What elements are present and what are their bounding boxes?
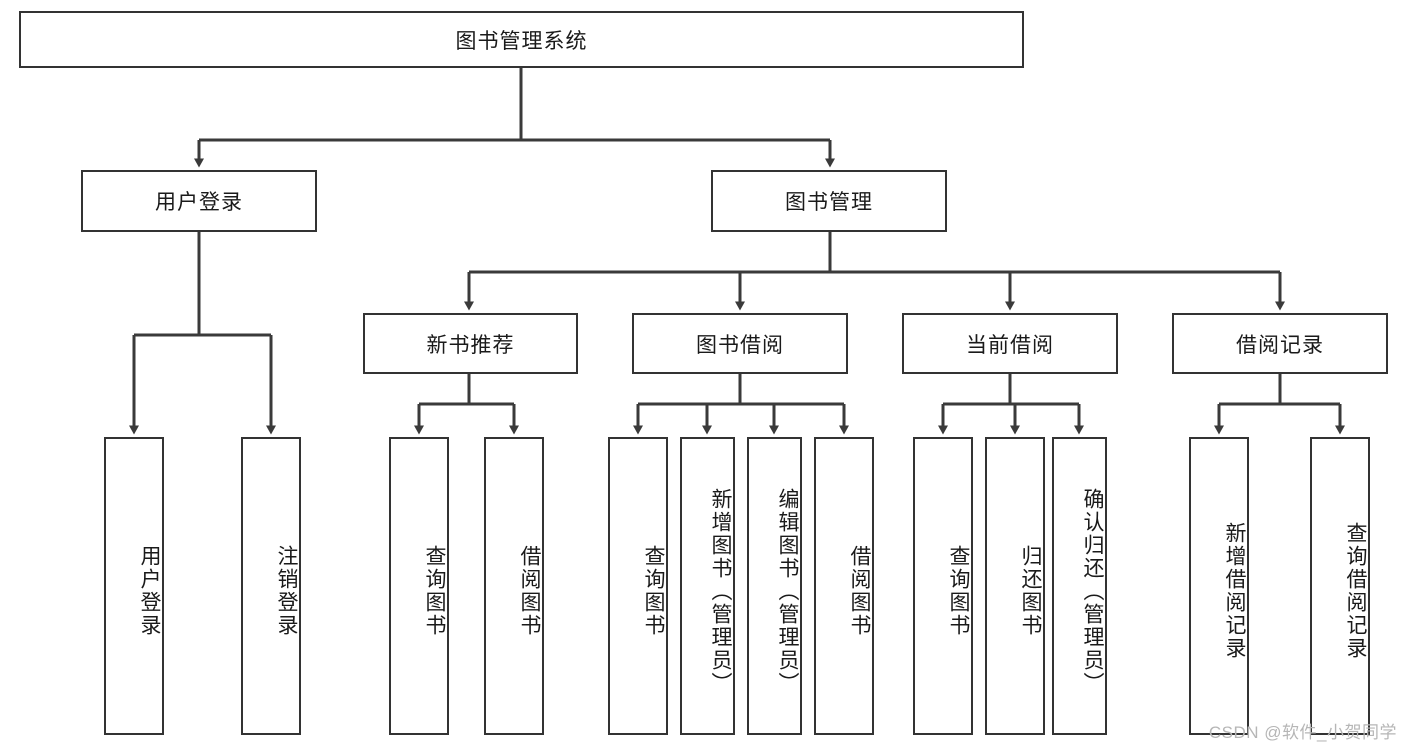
- leaf-add-borrow-record[interactable]: 新增借阅记录: [1189, 437, 1249, 735]
- leaf-add-borrow-record-label: 新增借阅记录: [1223, 522, 1246, 660]
- node-book-management[interactable]: 图书管理: [711, 170, 947, 232]
- leaf-return-book-label: 归还图书: [1019, 545, 1042, 637]
- leaf-confirm-return-admin-label: 确认归还（管理员）: [1081, 487, 1104, 695]
- node-current-borrow-label: 当前借阅: [966, 333, 1054, 357]
- leaf-borrow-book-1-label: 借阅图书: [518, 545, 541, 637]
- leaf-borrow-book-2[interactable]: 借阅图书: [814, 437, 874, 735]
- node-new-book-recommend[interactable]: 新书推荐: [363, 313, 578, 374]
- node-book-borrow-label: 图书借阅: [696, 333, 784, 357]
- node-new-book-recommend-label: 新书推荐: [426, 333, 515, 357]
- leaf-logout[interactable]: 注销登录: [241, 437, 301, 735]
- leaf-logout-label: 注销登录: [275, 545, 298, 637]
- node-root-label: 图书管理系统: [455, 29, 588, 53]
- leaf-query-book-3-label: 查询图书: [947, 545, 970, 637]
- node-book-management-label: 图书管理: [785, 191, 873, 214]
- leaf-edit-book-admin[interactable]: 编辑图书（管理员）: [747, 437, 802, 735]
- leaf-user-login-label: 用户登录: [138, 545, 161, 637]
- node-user-login[interactable]: 用户登录: [81, 170, 317, 232]
- leaf-edit-book-admin-label: 编辑图书（管理员）: [776, 487, 799, 695]
- leaf-user-login[interactable]: 用户登录: [104, 437, 164, 735]
- csdn-watermark: CSDN @软件_小贺同学: [1208, 723, 1397, 742]
- leaf-query-book-2-label: 查询图书: [642, 545, 665, 637]
- leaf-add-book-admin-label: 新增图书（管理员）: [709, 487, 732, 695]
- leaf-return-book[interactable]: 归还图书: [985, 437, 1045, 735]
- leaf-query-book-1-label: 查询图书: [423, 545, 446, 637]
- node-borrow-record[interactable]: 借阅记录: [1172, 313, 1388, 374]
- node-book-borrow[interactable]: 图书借阅: [632, 313, 848, 374]
- leaf-borrow-book-2-label: 借阅图书: [848, 545, 871, 637]
- node-current-borrow[interactable]: 当前借阅: [902, 313, 1118, 374]
- node-borrow-record-label: 借阅记录: [1236, 333, 1324, 357]
- leaf-borrow-book-1[interactable]: 借阅图书: [484, 437, 544, 735]
- leaf-query-borrow-record[interactable]: 查询借阅记录: [1310, 437, 1370, 735]
- node-user-login-label: 用户登录: [155, 191, 243, 214]
- leaf-query-book-3[interactable]: 查询图书: [913, 437, 973, 735]
- node-root[interactable]: 图书管理系统: [19, 11, 1024, 68]
- leaf-query-borrow-record-label: 查询借阅记录: [1344, 522, 1367, 660]
- leaf-query-book-1[interactable]: 查询图书: [389, 437, 449, 735]
- leaf-query-book-2[interactable]: 查询图书: [608, 437, 668, 735]
- leaf-add-book-admin[interactable]: 新增图书（管理员）: [680, 437, 735, 735]
- leaf-confirm-return-admin[interactable]: 确认归还（管理员）: [1052, 437, 1107, 735]
